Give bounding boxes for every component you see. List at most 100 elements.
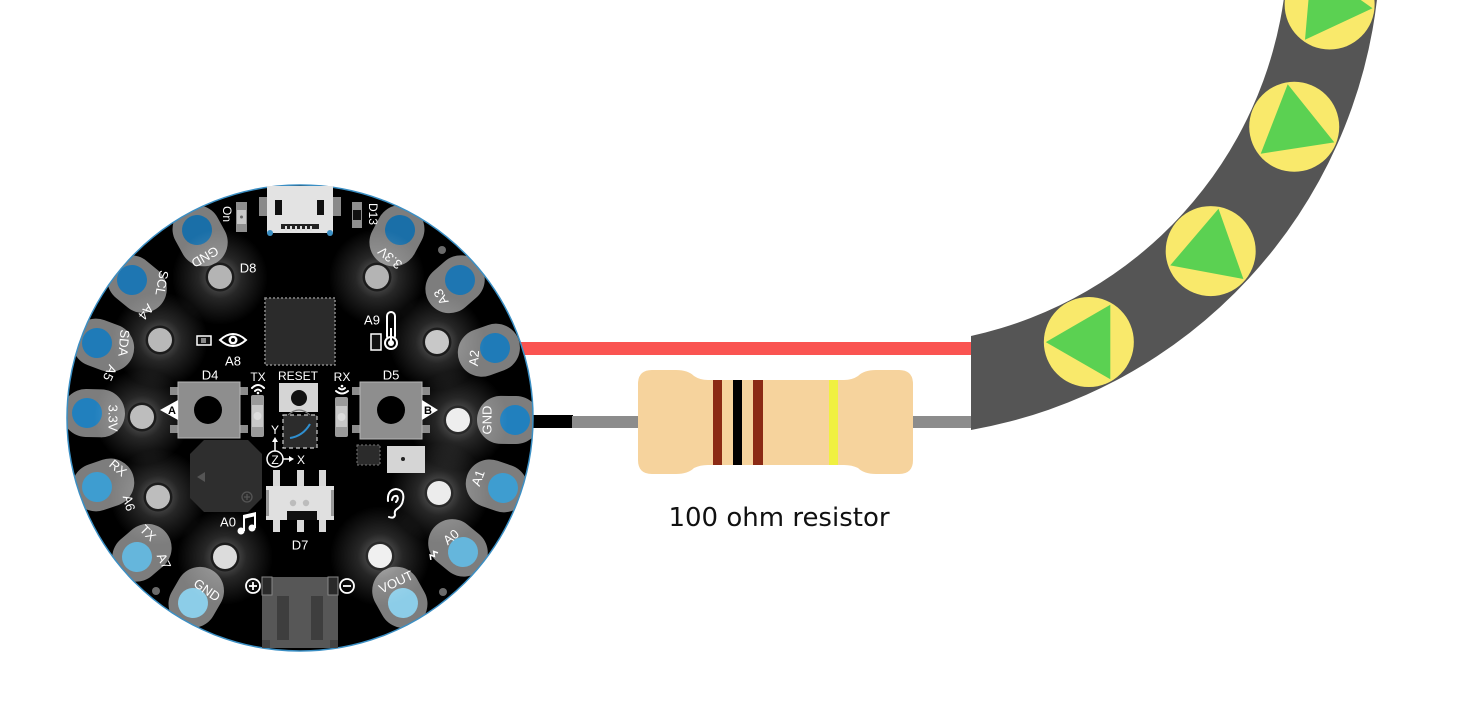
minus-icon — [339, 578, 355, 594]
resistor-band-1 — [713, 380, 722, 465]
strip-pixel-2 — [1165, 206, 1256, 297]
pad-contact — [445, 265, 475, 295]
label-button-a: A — [168, 405, 176, 417]
tx-led-component — [251, 395, 264, 437]
eye-icon — [218, 333, 248, 347]
neopixel-3 — [112, 292, 208, 388]
microphone-chip — [356, 444, 381, 466]
label-gnd-right: GND — [480, 406, 495, 435]
microcontroller-chip — [264, 297, 336, 366]
pad-contact — [82, 472, 112, 502]
neopixel-2 — [329, 229, 425, 325]
strip-pixel-triangle-icon — [1305, 0, 1373, 40]
label-a1: A1 — [468, 468, 488, 488]
resistor-lead-left — [572, 416, 642, 428]
neopixel-led — [213, 545, 237, 569]
thermometer-icon — [384, 311, 398, 350]
neopixel-10 — [330, 506, 430, 606]
label-a7: A7 — [154, 551, 174, 572]
label-reset: RESET — [278, 369, 319, 383]
label-on: On — [220, 206, 234, 222]
battery-connector — [261, 576, 339, 648]
resistor-label: 100 ohm resistor — [668, 503, 889, 533]
label-tx-led: TX — [250, 370, 265, 384]
label-a5: A5 — [100, 363, 120, 384]
resistor-band-tolerance — [829, 380, 838, 465]
label-button-b: B — [424, 405, 432, 417]
led-strip-body — [971, 0, 1377, 430]
pad-contact — [488, 473, 518, 503]
pad-contact — [480, 333, 510, 363]
neopixel-led — [425, 330, 449, 354]
label-d4: D4 — [202, 368, 219, 383]
label-axis-x: X — [297, 453, 305, 467]
neopixel-led — [368, 544, 392, 568]
neopixel-led — [146, 485, 170, 509]
light-sensor-component — [196, 335, 212, 346]
music-note-icon — [237, 512, 256, 535]
speaker-buzzer — [190, 440, 262, 512]
board-rim — [66, 184, 534, 652]
strip-pixel-1 — [1043, 297, 1134, 388]
rx-signal-icon — [335, 384, 349, 395]
strip-pixel-triangle-icon — [1045, 304, 1111, 380]
usb-connector — [259, 186, 341, 236]
label-rx-led: RX — [334, 370, 351, 384]
label-a2: A2 — [466, 349, 482, 366]
label-axis-z: Z — [271, 453, 278, 467]
reset-button — [279, 383, 318, 417]
rx-led-component — [335, 397, 348, 437]
resistor: 100 ohm resistor — [638, 370, 913, 533]
neopixel-led — [446, 408, 470, 432]
label-a8: A8 — [225, 354, 241, 369]
strip-pixel-triangle-icon — [1260, 84, 1335, 154]
plus-icon — [245, 578, 261, 594]
pad-contact — [82, 328, 112, 358]
label-3v3-left: 3.3V — [106, 405, 121, 432]
circuit-board: On D13 GND 3.3V D8 SCL A4 A3 SDA A5 A2 A… — [66, 184, 534, 652]
neopixel-led — [208, 265, 232, 289]
strip-pixel-3 — [1249, 81, 1340, 172]
tx-signal-icon — [251, 384, 265, 395]
neopixel-4 — [389, 294, 485, 390]
neopixel-led — [130, 405, 154, 429]
neopixel-led — [365, 265, 389, 289]
pad-contact — [500, 405, 530, 435]
strip-pixel-4 — [1284, 0, 1375, 50]
slide-switch — [266, 470, 334, 532]
pad-contact — [117, 265, 147, 295]
d13-led — [352, 202, 362, 228]
board-labels: On D13 GND 3.3V D8 SCL A4 A3 SDA A5 A2 A… — [100, 203, 495, 604]
resistor-body — [638, 370, 913, 474]
pad-contact — [122, 542, 152, 572]
label-a9: A9 — [364, 313, 380, 328]
neopixel-1 — [172, 229, 268, 325]
signal-wire — [497, 342, 973, 355]
strip-pixel-triangle-icon — [1170, 208, 1244, 279]
label-a6: A6 — [120, 493, 139, 512]
label-axis-y: Y — [271, 423, 279, 437]
neopixel-7 — [110, 449, 206, 545]
pads — [67, 205, 533, 628]
resistor-lead-right — [908, 416, 973, 428]
label-a3: A3 — [431, 286, 452, 307]
resistor-band-3 — [753, 380, 763, 465]
neopixel-led — [427, 481, 451, 505]
label-speaker-a0: A0 — [220, 515, 236, 530]
neopixel-5 — [94, 369, 190, 465]
label-scl: SCL — [152, 269, 171, 297]
via — [152, 587, 160, 595]
light-sensor — [387, 446, 425, 473]
label-d8: D8 — [240, 261, 257, 276]
wave-icon — [429, 550, 439, 561]
axis-icon — [266, 437, 294, 468]
button-b — [352, 381, 438, 440]
neopixel-led — [148, 328, 172, 352]
via — [438, 246, 446, 254]
label-sda: SDA — [115, 329, 132, 357]
via — [439, 588, 447, 596]
label-d7: D7 — [292, 538, 309, 553]
ear-icon — [386, 488, 405, 519]
